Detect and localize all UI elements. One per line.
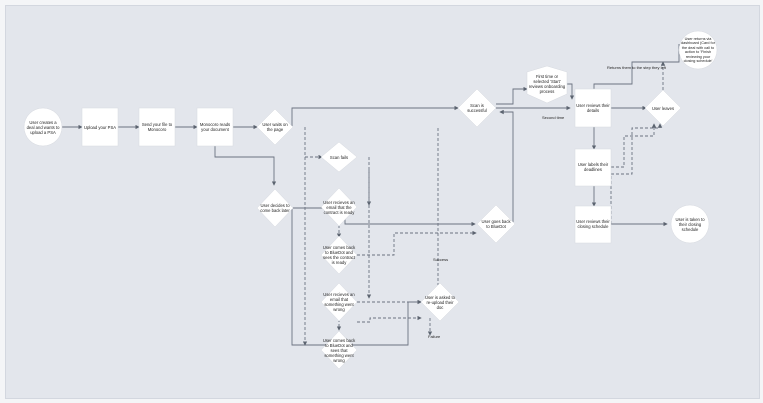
node-send-file	[138, 107, 176, 147]
edge-comesback-bluedot	[357, 230, 477, 256]
label-taken-to-schedule: User is taken to their closing schedule	[675, 216, 705, 232]
edge-label-returns-step: Returns them to the step they left	[607, 65, 666, 70]
label-reviews-email-ready: User recieves an email that the contract…	[323, 199, 355, 215]
label-start: User creates a deal and wants to upload …	[26, 119, 60, 135]
edge-success-first	[496, 86, 528, 105]
node-scan-success	[457, 88, 497, 128]
node-scan-fails	[320, 141, 358, 173]
edge-comeswrong-asked	[357, 315, 422, 323]
node-upload-psa	[81, 107, 119, 147]
node-reviews-schedule	[574, 205, 612, 244]
label-goes-back-bluedot: User goes back to BlueDot	[481, 219, 511, 229]
label-reviews-schedule: User reviews their closing schedule	[576, 219, 610, 229]
edge-schedule-leaves	[610, 123, 663, 224]
label-labels-deadlines: User labels their deadlines	[577, 162, 609, 172]
edge-label-failure: Failure	[428, 334, 441, 339]
node-user-leaves	[644, 89, 682, 127]
label-user-leaves: User leaves	[651, 105, 675, 111]
edge-label-success: Success	[433, 257, 449, 262]
node-taken-to-schedule	[670, 204, 710, 244]
node-comes-back-wrong	[320, 330, 358, 370]
node-monocoro-reads	[196, 107, 234, 147]
edge-later-bluedot	[292, 207, 476, 227]
canvas-background	[5, 5, 760, 399]
label-reviews-details: User reviews their details	[576, 103, 610, 113]
node-asked-upload	[420, 282, 460, 322]
edge-returns-details	[591, 44, 680, 100]
label-comes-back-later: User decides to come back later	[260, 203, 290, 213]
node-goes-back-bluedot	[476, 204, 516, 244]
label-send-file: Send your file to Monocoro	[141, 122, 173, 132]
node-start	[23, 107, 63, 147]
node-reviews-email-ready	[320, 187, 358, 227]
edge-wait-success	[291, 105, 459, 127]
node-comes-back-later	[256, 188, 294, 228]
edge-deadlines-leaves	[611, 123, 657, 168]
label-scan-fails: Scan fails	[329, 154, 349, 160]
label-returns-dashboard: User returns via dashboard (Card for the…	[681, 36, 715, 64]
label-scan-success: Scan is successful	[467, 103, 487, 113]
node-reviews-details	[574, 88, 612, 128]
edge-first-details	[567, 83, 575, 100]
node-email-wrong	[320, 282, 358, 322]
node-labels-deadlines	[574, 148, 612, 187]
node-returns-dashboard	[678, 30, 718, 70]
edge-label-second-time: Second time	[542, 115, 565, 120]
node-user-waits	[256, 108, 294, 146]
label-comes-back-wrong: User comes back to BlueDot and sees that…	[322, 337, 356, 363]
edge-later-asked	[291, 208, 422, 346]
node-comes-back-ready	[320, 235, 358, 275]
label-monocoro-reads: Monocoro reads your document	[199, 122, 231, 132]
edge-wait-scanfails	[304, 127, 323, 160]
label-user-waits: User waits on the page	[262, 122, 288, 132]
edge-monocoro-later	[214, 146, 277, 186]
label-asked-upload: User is asked to re-upload their doc	[424, 294, 456, 310]
label-email-wrong: User recieves an email that something we…	[323, 292, 355, 312]
label-first-time: First time or selected 'Start' reviews o…	[528, 74, 566, 94]
label-upload-psa: Upload your PSA	[83, 124, 117, 130]
node-first-time	[526, 65, 568, 104]
label-comes-back-ready: User comes back to BlueDot and sees the …	[322, 245, 356, 265]
